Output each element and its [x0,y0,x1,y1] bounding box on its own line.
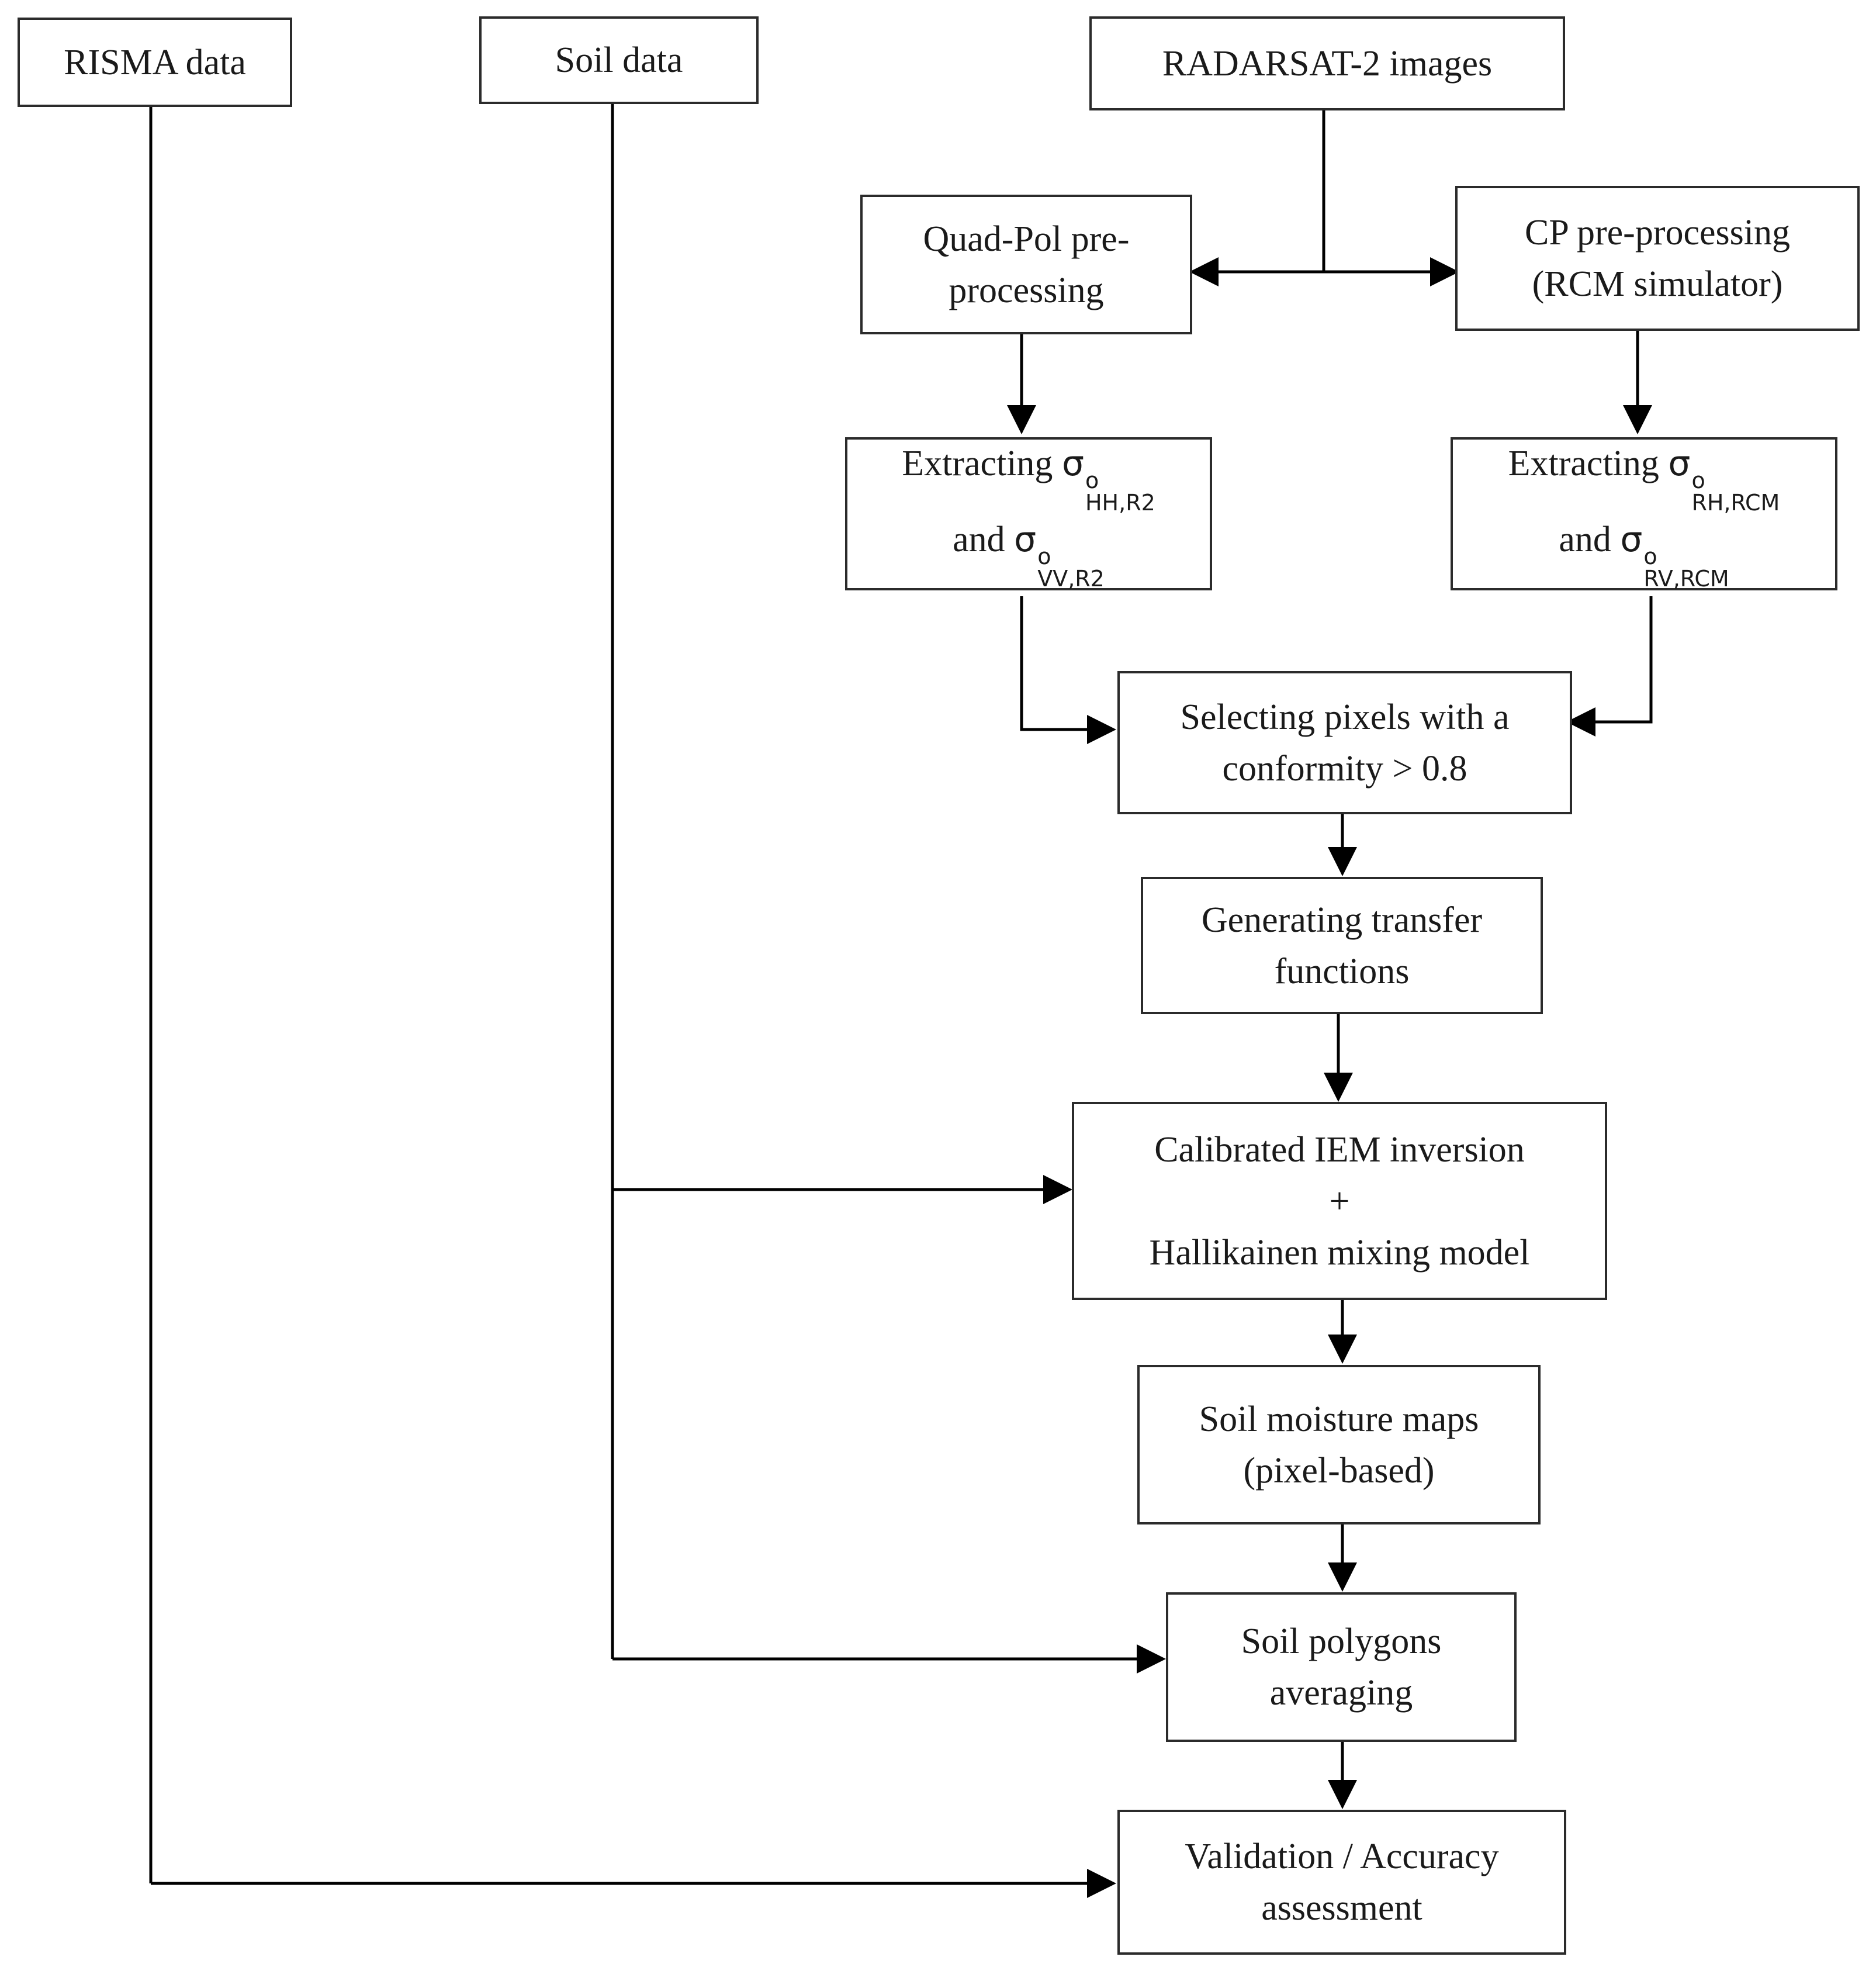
risma-data-box: RISMA data [18,18,292,107]
sigma-rv-subscript: RV,RCM [1643,566,1729,592]
quadpol-line-2: processing [949,270,1104,310]
selecting-pixels-box: Selecting pixels with a conformity > 0.8 [1117,671,1572,814]
sigma-rv-symbol: σ [1620,519,1643,560]
sigma-hh-symbol: σ [1061,443,1084,484]
iem-line-3: Hallikainen mixing model [1149,1232,1530,1273]
selecting-line-1: Selecting pixels with a [1180,697,1510,737]
validation-box: Validation / Accuracy assessment [1117,1810,1566,1955]
sigma-hh-superscript: o [1085,468,1099,493]
transfer-line-2: functions [1274,951,1410,991]
arrow-extract-r2-to-selecting [1020,596,1116,744]
sigma-vv-symbol: σ [1014,519,1037,560]
arrow-extract-rcm-to-selecting [1566,596,1653,737]
iem-line-1: Calibrated IEM inversion [1154,1129,1525,1170]
sigma-rv-superscript: o [1643,544,1657,569]
soil-data-label: Soil data [555,40,683,80]
quadpol-preprocessing-box: Quad-Pol pre- processing [860,195,1192,334]
soil-moisture-line-2: (pixel-based) [1243,1450,1435,1491]
validation-line-1: Validation / Accuracy [1185,1837,1499,1876]
transfer-functions-box: Generating transfer functions [1141,877,1543,1014]
soil-polygons-box: Soil polygons averaging [1166,1592,1517,1742]
selecting-line-2: conformity > 0.8 [1222,748,1467,789]
risma-data-label: RISMA data [64,42,246,82]
sigma-rh-subscript: RH,RCM [1691,490,1780,516]
soil-polygons-line-1: Soil polygons [1241,1622,1442,1661]
cp-preprocessing-box: CP pre-processing (RCM simulator) [1455,186,1860,331]
iem-inversion-box: Calibrated IEM inversion + Hallikainen m… [1072,1102,1607,1300]
validation-line-2: assessment [1261,1888,1422,1928]
quadpol-line-1: Quad-Pol pre- [923,219,1130,259]
iem-line-2: + [1329,1181,1350,1221]
extract-rcm-prefix: Extracting [1508,444,1669,483]
cp-line-2: (RCM simulator) [1532,264,1783,304]
extract-rcm-and: and [1559,520,1621,559]
transfer-line-1: Generating transfer [1201,900,1483,940]
radarsat-images-label: RADARSAT-2 images [1162,43,1493,84]
soil-polygons-line-2: averaging [1269,1673,1413,1713]
sigma-vv-superscript: o [1037,544,1051,569]
extract-r2-prefix: Extracting [902,444,1062,483]
cp-line-1: CP pre-processing [1524,213,1790,253]
soil-data-box: Soil data [479,16,759,104]
soil-moisture-maps-box: Soil moisture maps (pixel-based) [1137,1365,1541,1524]
sigma-rh-symbol: σ [1668,443,1691,484]
radarsat-images-box: RADARSAT-2 images [1089,16,1565,110]
sigma-vv-subscript: VV,R2 [1037,566,1105,592]
sigma-hh-subscript: HH,R2 [1085,490,1155,516]
soil-moisture-line-1: Soil moisture maps [1199,1399,1479,1439]
extract-r2-and: and [953,520,1015,559]
sigma-rh-superscript: o [1691,468,1705,493]
